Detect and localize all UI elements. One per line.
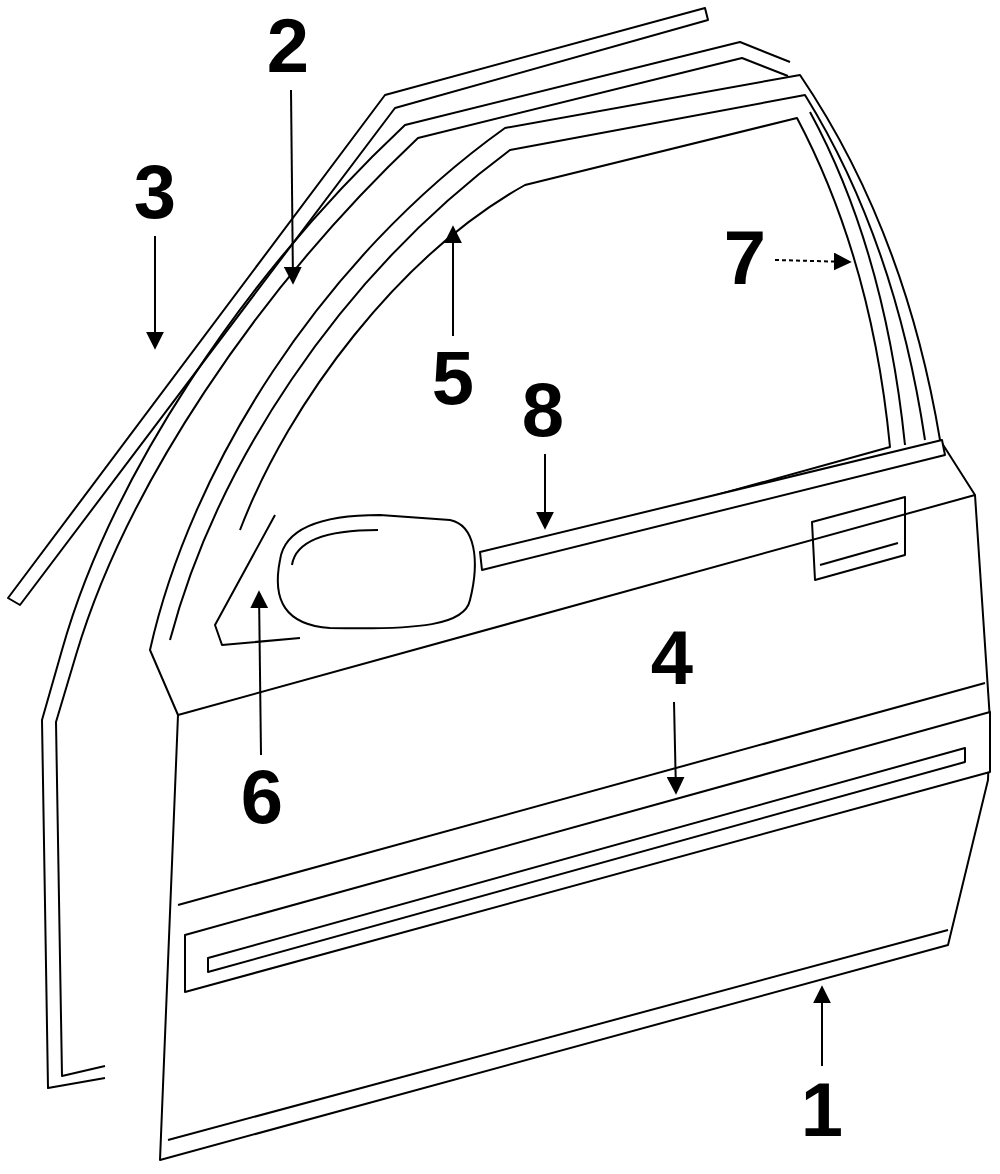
panel-line: [178, 495, 975, 715]
leader-line: [452, 227, 454, 336]
callout-number: 5: [432, 340, 474, 416]
leader-line: [154, 236, 156, 348]
door-handle: [820, 543, 898, 565]
mirror: [278, 515, 475, 628]
callout-number: 3: [134, 154, 176, 230]
side-moulding: [185, 712, 990, 992]
callout-number: 8: [522, 372, 564, 448]
leader-line: [821, 987, 823, 1066]
door-handle: [812, 497, 905, 580]
door-shell: [150, 75, 990, 1160]
side-moulding: [208, 748, 965, 972]
leader-line: [259, 592, 261, 755]
leader-line: [544, 454, 546, 528]
callout-number: 2: [267, 8, 309, 84]
door-frame-line: [170, 95, 925, 640]
mirror-detail: [292, 530, 378, 565]
callout-number: 4: [651, 620, 693, 696]
callout-number: 6: [241, 759, 283, 835]
leader-line: [291, 90, 293, 283]
callout-number: 1: [801, 1072, 843, 1148]
callout-number: 7: [724, 220, 766, 296]
leader-line: [775, 260, 850, 262]
glass-run: [810, 112, 905, 445]
leader-line: [674, 702, 676, 793]
